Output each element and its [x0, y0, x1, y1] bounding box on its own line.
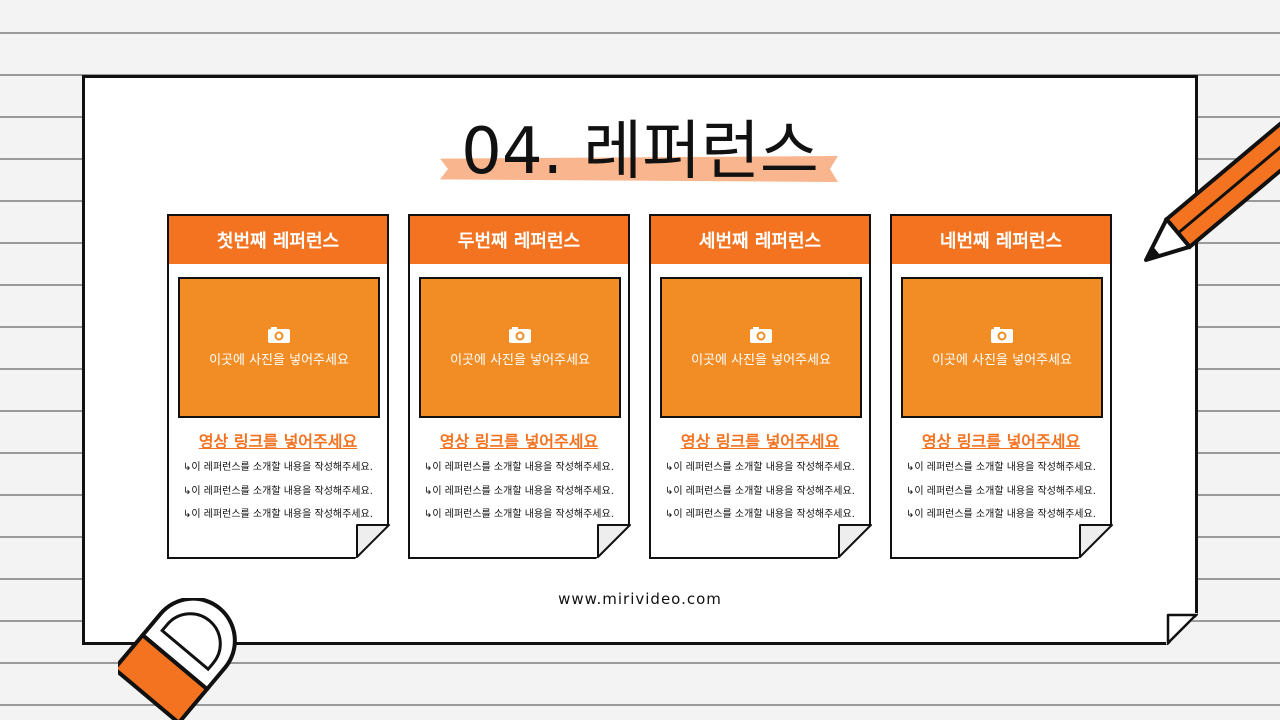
description-line: ↳이 레퍼런스를 소개할 내용을 작성해주세요. [906, 509, 1096, 520]
description-line: ↳이 레퍼런스를 소개할 내용을 작성해주세요. [424, 486, 614, 497]
photo-placeholder-text: 이곳에 사진을 넣어주세요 [450, 353, 590, 368]
description-line: ↳이 레퍼런스를 소개할 내용을 작성해주세요. [424, 462, 614, 473]
reference-card-3: 세번째 레퍼런스 이곳에 사진을 넣어주세요 영상 링크를 넣어주세요 ↳이 레… [649, 214, 871, 559]
description-line: ↳이 레퍼런스를 소개할 내용을 작성해주세요. [906, 462, 1096, 473]
description-line: ↳이 레퍼런스를 소개할 내용을 작성해주세요. [183, 509, 373, 520]
description-line: ↳이 레퍼런스를 소개할 내용을 작성해주세요. [424, 509, 614, 520]
description-line: ↳이 레퍼런스를 소개할 내용을 작성해주세요. [906, 486, 1096, 497]
video-link[interactable]: 영상 링크를 넣어주세요 [680, 432, 840, 451]
card-fold-corner [1079, 524, 1113, 558]
paper-fold-corner [1166, 613, 1198, 645]
reference-card-4: 네번째 레퍼런스 이곳에 사진을 넣어주세요 영상 링크를 넣어주세요 ↳이 레… [890, 214, 1112, 559]
title-area: 04. 레퍼런스 [440, 110, 840, 200]
camera-icon [268, 327, 290, 343]
description-line: ↳이 레퍼런스를 소개할 내용을 작성해주세요. [183, 486, 373, 497]
card-title: 세번째 레퍼런스 [651, 216, 869, 264]
card-fold-corner [356, 524, 390, 558]
card-title: 네번째 레퍼런스 [892, 216, 1110, 264]
video-link[interactable]: 영상 링크를 넣어주세요 [921, 432, 1081, 451]
card-title: 첫번째 레퍼런스 [169, 216, 387, 264]
photo-placeholder-text: 이곳에 사진을 넣어주세요 [209, 353, 349, 368]
video-link[interactable]: 영상 링크를 넣어주세요 [198, 432, 358, 451]
photo-placeholder[interactable]: 이곳에 사진을 넣어주세요 [178, 277, 380, 418]
camera-icon [509, 327, 531, 343]
photo-placeholder-text: 이곳에 사진을 넣어주세요 [691, 353, 831, 368]
video-link[interactable]: 영상 링크를 넣어주세요 [439, 432, 599, 451]
card-fold-corner [838, 524, 872, 558]
photo-placeholder[interactable]: 이곳에 사진을 넣어주세요 [419, 277, 621, 418]
photo-placeholder[interactable]: 이곳에 사진을 넣어주세요 [901, 277, 1103, 418]
title-highlight [440, 156, 838, 182]
reference-card-1: 첫번째 레퍼런스 이곳에 사진을 넣어주세요 영상 링크를 넣어주세요 ↳이 레… [167, 214, 389, 559]
eraser-icon [118, 598, 237, 720]
camera-icon [991, 327, 1013, 343]
photo-placeholder[interactable]: 이곳에 사진을 넣어주세요 [660, 277, 862, 418]
description-line: ↳이 레퍼런스를 소개할 내용을 작성해주세요. [665, 486, 855, 497]
description-line: ↳이 레퍼런스를 소개할 내용을 작성해주세요. [665, 509, 855, 520]
reference-card-2: 두번째 레퍼런스 이곳에 사진을 넣어주세요 영상 링크를 넣어주세요 ↳이 레… [408, 214, 630, 559]
photo-placeholder-text: 이곳에 사진을 넣어주세요 [932, 353, 1072, 368]
website-url: www.mirivideo.com [558, 590, 722, 608]
description-line: ↳이 레퍼런스를 소개할 내용을 작성해주세요. [665, 462, 855, 473]
card-fold-corner [597, 524, 631, 558]
pencil-icon [1144, 113, 1280, 262]
card-title: 두번째 레퍼런스 [410, 216, 628, 264]
description-line: ↳이 레퍼런스를 소개할 내용을 작성해주세요. [183, 462, 373, 473]
camera-icon [750, 327, 772, 343]
page-title: 04. 레퍼런스 [461, 115, 819, 189]
